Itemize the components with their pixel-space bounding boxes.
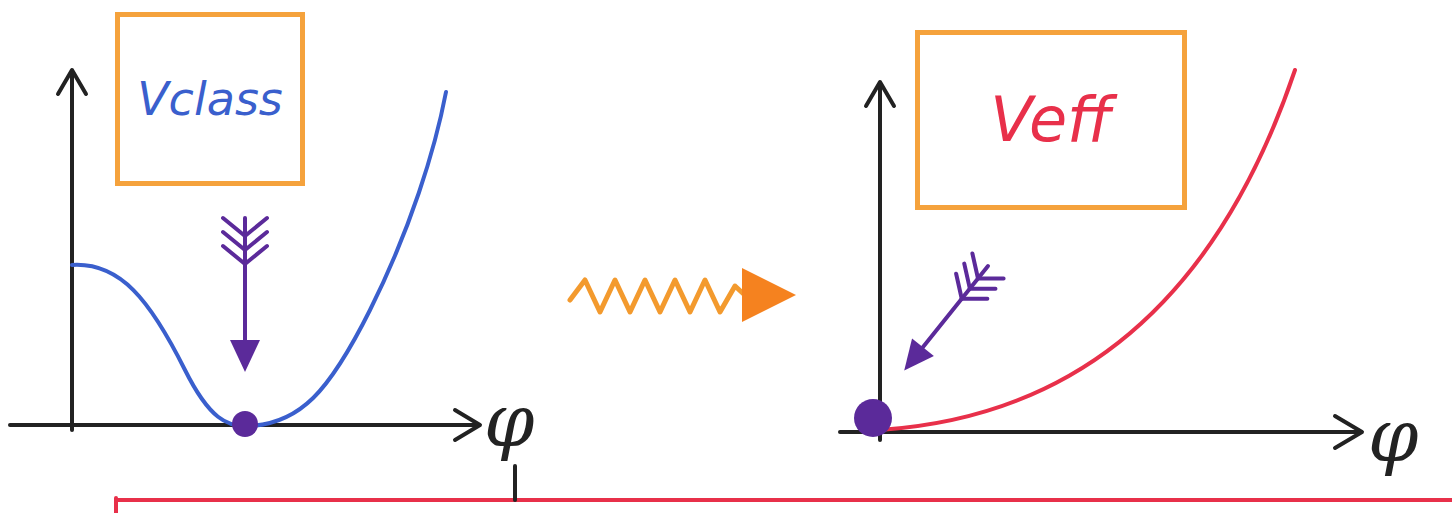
effective-potential-curve bbox=[880, 70, 1295, 430]
axis-arrowhead bbox=[58, 70, 86, 94]
axis-label: φ bbox=[1368, 400, 1418, 472]
bracket-tick bbox=[513, 466, 517, 500]
squiggly-arrowhead bbox=[742, 268, 796, 322]
pointer-arrow bbox=[889, 253, 1004, 383]
bracket-line bbox=[116, 498, 1452, 502]
pointer-arrow bbox=[223, 218, 267, 372]
label-box: Veff bbox=[915, 30, 1187, 210]
label-box: Vclass bbox=[115, 12, 305, 186]
axis-arrowhead bbox=[1335, 416, 1362, 448]
vacuum-dot bbox=[854, 399, 892, 437]
y-axis bbox=[70, 72, 74, 430]
potential-label: Vclass bbox=[137, 74, 283, 125]
classical-potential-curve bbox=[72, 92, 446, 426]
squiggly-arrow bbox=[570, 280, 748, 312]
x-axis bbox=[840, 430, 1360, 434]
y-axis bbox=[878, 84, 882, 440]
axis-label: φ bbox=[484, 385, 534, 457]
vacuum-dot bbox=[232, 411, 258, 437]
axis-arrowhead bbox=[866, 82, 894, 106]
bracket-end bbox=[114, 498, 118, 513]
potential-label: Veff bbox=[990, 86, 1112, 154]
axis-arrowhead bbox=[455, 410, 480, 440]
